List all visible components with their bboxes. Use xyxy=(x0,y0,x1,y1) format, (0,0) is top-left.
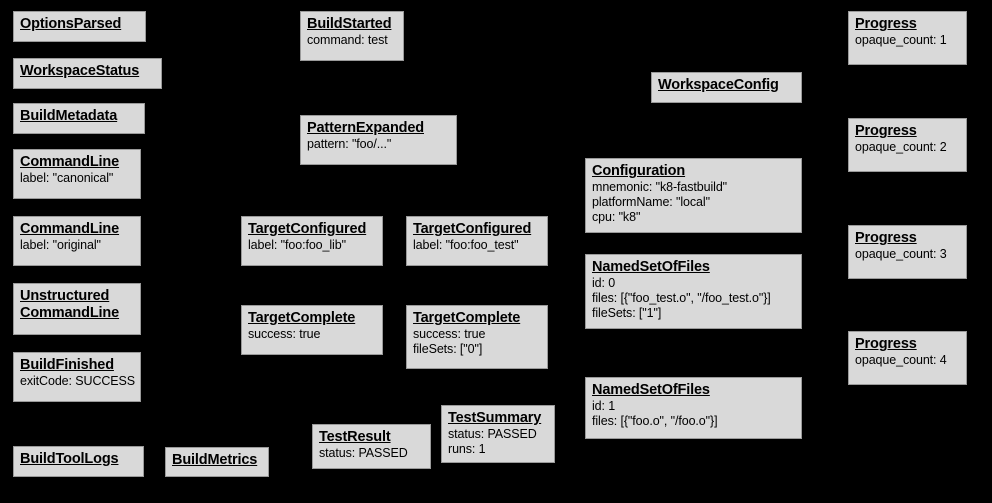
event-node-title: BuildToolLogs xyxy=(20,451,119,467)
event-node-title: WorkspaceConfig xyxy=(658,77,779,93)
event-node-title: PatternExpanded xyxy=(307,120,424,136)
event-node-attribute-line: opaque_count: 1 xyxy=(855,33,947,47)
event-node-attribute-line: fileSets: ["0"] xyxy=(413,342,483,356)
event-node-attribute-line: fileSets: ["1"] xyxy=(592,306,662,320)
event-node-attributes: label: "foo:foo_lib" xyxy=(248,238,376,253)
event-node-attribute-line: success: true xyxy=(413,327,486,341)
event-node-attributes: mnemonic: "k8-fastbuild"platformName: "l… xyxy=(592,180,795,225)
event-node-attributes: exitCode: SUCCESS xyxy=(20,374,136,389)
event-node-attribute-line: files: [{"foo.o", "/foo.o"}] xyxy=(592,414,718,428)
event-node-build-metrics[interactable]: BuildMetrics xyxy=(165,447,269,477)
event-node-attribute-line: platformName: "local" xyxy=(592,195,710,209)
event-node-title: Progress xyxy=(855,123,917,139)
event-node-attributes: success: true xyxy=(248,327,376,342)
event-node-build-metadata[interactable]: BuildMetadata xyxy=(13,103,145,134)
event-node-title: TestSummary xyxy=(448,410,542,426)
event-node-attribute-line: id: 0 xyxy=(592,276,616,290)
event-node-title: Configuration xyxy=(592,163,686,179)
event-node-title: NamedSetOfFiles xyxy=(592,382,710,398)
event-node-title: TargetComplete xyxy=(413,310,521,326)
event-node-title: Progress xyxy=(855,230,917,246)
event-node-attributes: opaque_count: 4 xyxy=(855,353,960,368)
event-node-attribute-line: label: "foo:foo_test" xyxy=(413,238,519,252)
event-node-attribute-line: runs: 1 xyxy=(448,442,486,456)
event-node-attribute-line: label: "foo:foo_lib" xyxy=(248,238,346,252)
event-node-title: CommandLine xyxy=(20,221,120,237)
event-node-attributes: label: "original" xyxy=(20,238,134,253)
event-node-options-parsed[interactable]: OptionsParsed xyxy=(13,11,146,42)
event-node-attribute-line: status: PASSED xyxy=(319,446,408,460)
event-node-attribute-line: label: "original" xyxy=(20,238,101,252)
event-node-attribute-line: files: [{"foo_test.o", "/foo_test.o"}] xyxy=(592,291,771,305)
event-node-title: Unstructured CommandLine xyxy=(20,288,120,321)
event-node-title: TargetConfigured xyxy=(413,221,532,237)
event-node-attributes: status: PASSED xyxy=(319,446,424,461)
event-node-title: TestResult xyxy=(319,429,391,445)
event-node-attribute-line: pattern: "foo/..." xyxy=(307,137,392,151)
event-node-unstructured-command-line[interactable]: Unstructured CommandLine xyxy=(13,283,141,335)
event-node-attribute-line: opaque_count: 3 xyxy=(855,247,947,261)
event-node-title: Progress xyxy=(855,336,917,352)
event-node-attributes: pattern: "foo/..." xyxy=(307,137,450,152)
event-node-attribute-line: mnemonic: "k8-fastbuild" xyxy=(592,180,728,194)
event-node-attribute-line: opaque_count: 4 xyxy=(855,353,947,367)
event-node-attribute-line: id: 1 xyxy=(592,399,616,413)
event-node-title: NamedSetOfFiles xyxy=(592,259,710,275)
event-node-workspace-config[interactable]: WorkspaceConfig xyxy=(651,72,802,103)
event-node-title: TargetComplete xyxy=(248,310,356,326)
event-node-attributes: label: "canonical" xyxy=(20,171,134,186)
event-node-attribute-line: opaque_count: 2 xyxy=(855,140,947,154)
event-node-workspace-status[interactable]: WorkspaceStatus xyxy=(13,58,162,89)
event-node-title: WorkspaceStatus xyxy=(20,63,140,79)
event-node-attributes: label: "foo:foo_test" xyxy=(413,238,541,253)
event-node-attribute-line: exitCode: SUCCESS xyxy=(20,374,136,388)
event-node-title: BuildStarted xyxy=(307,16,392,32)
event-node-attributes: opaque_count: 3 xyxy=(855,247,960,262)
event-node-title: CommandLine xyxy=(20,154,120,170)
event-node-title: BuildMetadata xyxy=(20,108,118,124)
event-node-attributes: opaque_count: 1 xyxy=(855,33,960,48)
event-node-attributes: command: test xyxy=(307,33,397,48)
event-node-attributes: opaque_count: 2 xyxy=(855,140,960,155)
event-node-title: BuildFinished xyxy=(20,357,114,373)
event-node-title: OptionsParsed xyxy=(20,16,122,32)
event-node-title: Progress xyxy=(855,16,917,32)
event-node-build-tool-logs[interactable]: BuildToolLogs xyxy=(13,446,144,477)
event-node-attribute-line: command: test xyxy=(307,33,388,47)
event-node-attribute-line: status: PASSED xyxy=(448,427,537,441)
event-node-attribute-line: cpu: "k8" xyxy=(592,210,641,224)
event-node-attribute-line: success: true xyxy=(248,327,321,341)
event-node-title: TargetConfigured xyxy=(248,221,367,237)
event-node-title: BuildMetrics xyxy=(172,452,258,468)
event-node-attribute-line: label: "canonical" xyxy=(20,171,114,185)
